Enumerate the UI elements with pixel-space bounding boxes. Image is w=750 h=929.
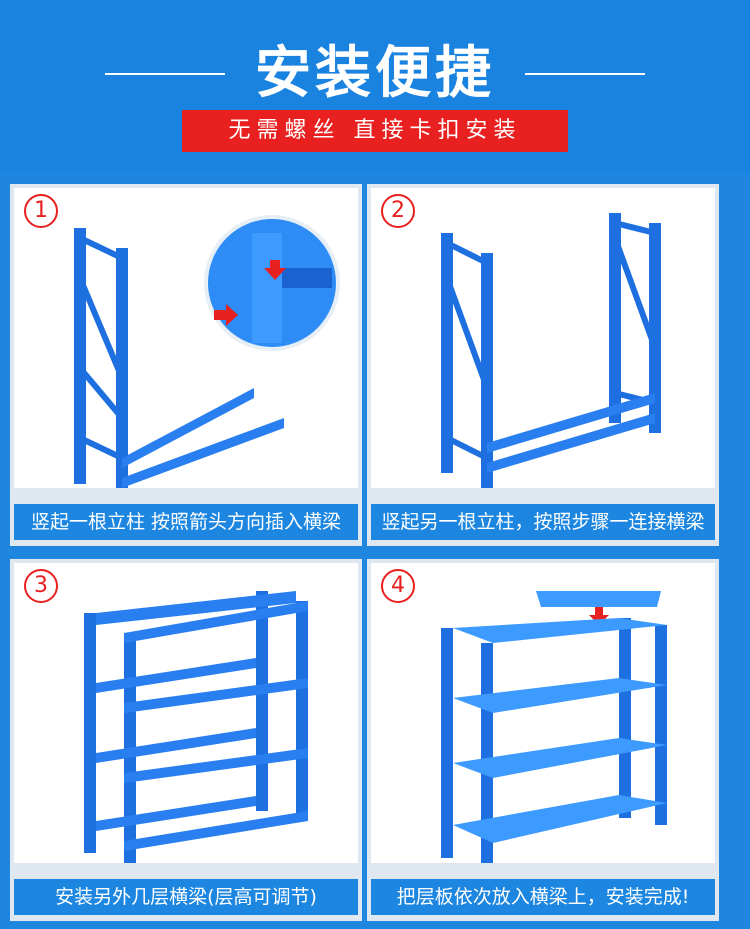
step-image-4 (371, 563, 715, 863)
step-number-badge: 1 (24, 194, 58, 228)
step-caption: 竖起另一根立柱，按照步骤一连接横梁 (371, 504, 715, 540)
subtitle-banner: 无需螺丝 直接卡扣安装 (182, 110, 568, 152)
step-panel-3: 3 安装另外几层横梁(层高可调节) (10, 559, 362, 921)
shelf-frame-illustration (441, 213, 661, 488)
step-panel-2: 2 竖起另一根立柱，按照步骤一连接横梁 (367, 184, 719, 546)
step-image-2 (371, 188, 715, 488)
step-caption: 安装另外几层横梁(层高可调节) (14, 879, 358, 915)
header-banner: 安装便捷 无需螺丝 直接卡扣安装 (0, 0, 750, 172)
step-number-badge: 2 (381, 194, 415, 228)
shelf-frame-illustration (74, 215, 340, 488)
step-panel-1: 1 竖起一根立柱 按照箭头方向插入横梁 (10, 184, 362, 546)
step-panel-4: 4 把层板依次放入横梁上，安装完成! (367, 559, 719, 921)
step-number-badge: 4 (381, 569, 415, 603)
shelf-frame-illustration (84, 591, 308, 863)
step-image-1 (14, 188, 358, 488)
title-divider-right (525, 73, 645, 75)
shelf-assembled-illustration (441, 591, 667, 863)
step-caption: 把层板依次放入横梁上，安装完成! (371, 879, 715, 915)
title-divider-left (105, 73, 225, 75)
step-caption: 竖起一根立柱 按照箭头方向插入横梁 (14, 504, 358, 540)
page-title: 安装便捷 (255, 41, 495, 106)
step-number-badge: 3 (24, 569, 58, 603)
step-image-3 (14, 563, 358, 863)
